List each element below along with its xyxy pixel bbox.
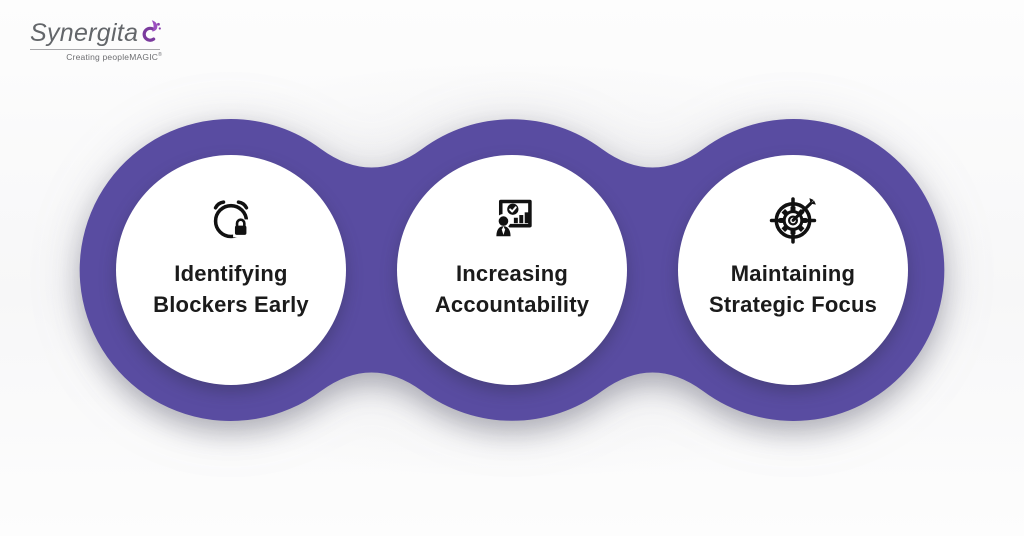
- brand-name: Synergita: [30, 19, 139, 47]
- item-label-line1: Identifying: [174, 261, 288, 287]
- circle-2: [397, 155, 627, 385]
- alarm-lock-icon: [213, 200, 251, 239]
- item-label: Identifying Blockers Early: [153, 259, 309, 320]
- tagline-text: Creating peopleMAGIC: [66, 51, 159, 62]
- person-chart-check-icon: [494, 199, 532, 238]
- item-label-line2: Strategic Focus: [708, 291, 878, 317]
- item-increasing-accountability: Increasing Accountability: [397, 155, 627, 385]
- logo-divider: [30, 48, 160, 50]
- item-label-line2: Blockers Early: [153, 291, 309, 317]
- circle-3: [678, 155, 908, 385]
- synergita-swirl-icon: [142, 20, 162, 42]
- circle-1: [116, 155, 346, 385]
- synergita-logo: Synergita Creating peopleMAGIC®: [30, 19, 162, 62]
- item-label: Increasing Accountability: [435, 259, 589, 320]
- logo-tagline: Creating peopleMAGIC®: [30, 52, 162, 62]
- tagline-trademark: ®: [158, 51, 162, 58]
- item-label: Maintaining Strategic Focus: [709, 259, 877, 320]
- item-identifying-blockers: Identifying Blockers Early: [116, 155, 346, 385]
- item-label-line1: Maintaining: [730, 261, 856, 287]
- item-label-line2: Accountability: [434, 291, 590, 317]
- item-maintaining-strategic-focus: Maintaining Strategic Focus: [678, 155, 908, 385]
- item-label-line1: Increasing: [455, 261, 569, 287]
- target-gear-dart-icon: [769, 197, 817, 244]
